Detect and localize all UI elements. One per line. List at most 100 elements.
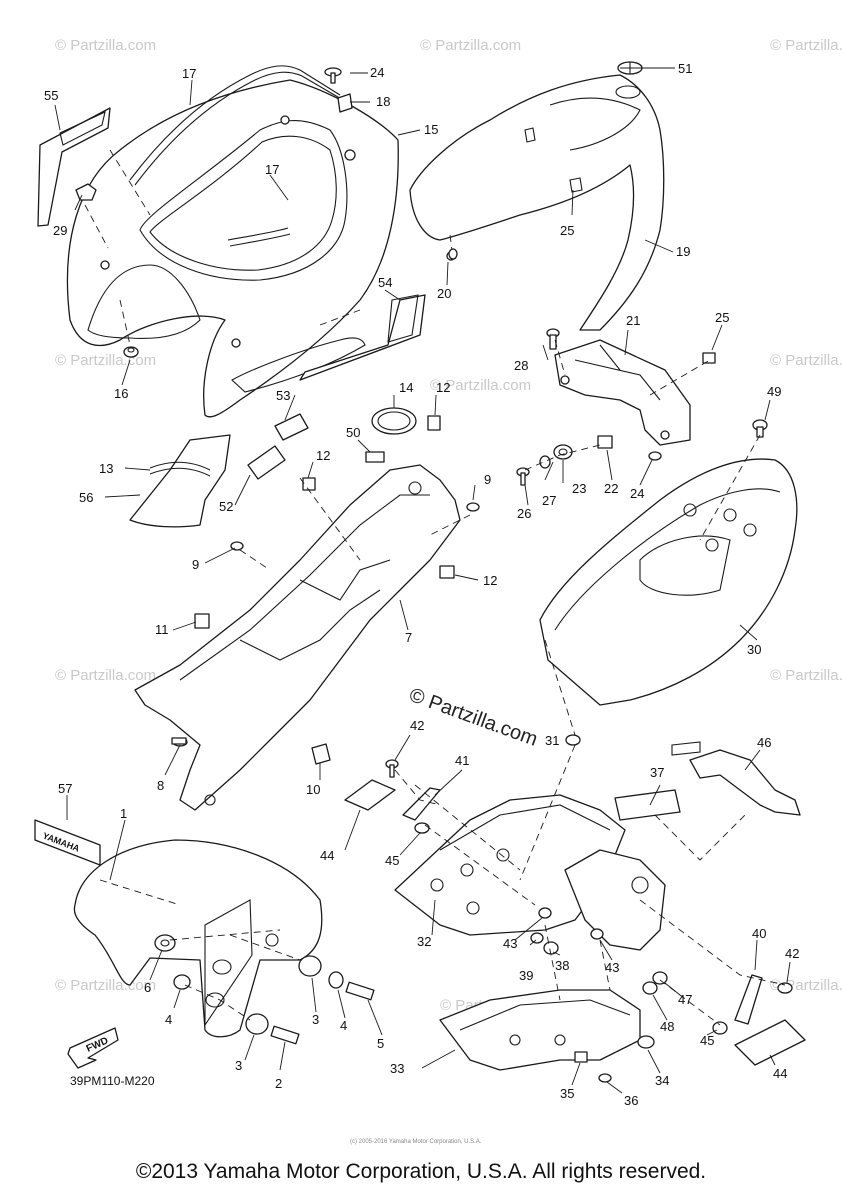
reflector-44b-part	[734, 1019, 806, 1066]
clip-50-part	[365, 451, 385, 463]
callout-label: 36	[624, 1093, 638, 1108]
bracket-21-part	[554, 339, 691, 446]
callout-label: 54	[378, 275, 392, 290]
callout-label: 9	[484, 472, 491, 487]
callout-label: 43	[503, 936, 517, 951]
callout-label: 17	[265, 162, 279, 177]
callout-label: 8	[157, 778, 164, 793]
callout-label: 42	[410, 718, 424, 733]
callout-label: 44	[320, 848, 334, 863]
bolt-5-part	[345, 981, 375, 1001]
screw-31-part	[565, 734, 581, 746]
watermark: © Partzilla.com	[770, 667, 842, 684]
copyright-footer: ©2013 Yamaha Motor Corporation, U.S.A. A…	[135, 1160, 707, 1183]
callout-label: 12	[316, 448, 330, 463]
washer-38-part	[543, 941, 559, 955]
diagram-code: 39PM110-M220	[70, 1074, 155, 1088]
callout-label: 5	[377, 1036, 384, 1051]
callout-label: 57	[58, 781, 72, 796]
pad-53-part	[274, 413, 309, 441]
nut-39-part	[530, 932, 544, 944]
collar-34-part	[637, 1035, 655, 1049]
holder-56-part	[129, 434, 231, 528]
watermark: © Partzilla.com	[55, 352, 156, 369]
bolt-9-part	[230, 502, 480, 551]
callout-label: 1	[120, 806, 127, 821]
callout-label: 12	[436, 380, 450, 395]
washer-20-part	[448, 248, 458, 260]
bolt-42-part	[385, 759, 399, 778]
nut-43-part	[538, 907, 604, 940]
collar-6-part	[154, 934, 176, 952]
callout-label: 46	[757, 735, 771, 750]
callout-label: 20	[437, 286, 451, 301]
clip-18-part	[337, 93, 353, 113]
callout-label: 41	[455, 753, 469, 768]
clip-11-part	[194, 613, 210, 629]
callout-label: 44	[773, 1066, 787, 1081]
callout-label: 32	[417, 934, 431, 949]
callout-label: 45	[700, 1033, 714, 1048]
decal-55-part	[37, 107, 111, 227]
callout-label: 24	[370, 65, 384, 80]
callout-label: 38	[555, 958, 569, 973]
clip-35-part	[574, 1051, 588, 1063]
washer-4b-part	[328, 971, 344, 989]
decal-57-part: YAMAHA	[34, 819, 101, 866]
callout-label: 52	[219, 499, 233, 514]
seat-rail-cover-part	[409, 74, 665, 331]
bolt-42b-part	[777, 982, 793, 994]
callout-label: 22	[604, 481, 618, 496]
tail-unit-part	[564, 849, 666, 951]
nut-12-part	[302, 415, 455, 579]
band-13-part	[149, 461, 211, 477]
callout-label: 3	[235, 1058, 242, 1073]
callout-label: 37	[650, 765, 664, 780]
damper-3-part	[245, 955, 322, 1035]
callout-label: 56	[79, 490, 93, 505]
callout-label: 47	[678, 992, 692, 1007]
front-fender-part	[73, 839, 323, 1038]
callout-label: 4	[165, 1012, 172, 1027]
callout-label: 55	[44, 88, 58, 103]
callout-label: 45	[385, 853, 399, 868]
callout-label: 42	[785, 946, 799, 961]
watermark: © Partzilla.com	[430, 377, 531, 394]
callout-label: 33	[390, 1061, 404, 1076]
callout-label: 21	[626, 313, 640, 328]
callout-label: 30	[747, 642, 761, 657]
watermark: © Partzilla.com	[55, 977, 156, 994]
rear-tray-30-part	[539, 458, 798, 706]
bracket-46-part	[671, 741, 801, 816]
callout-label: 17	[182, 66, 196, 81]
callout-label: 50	[346, 425, 360, 440]
callout-label: 15	[424, 122, 438, 137]
callout-label: 7	[405, 630, 412, 645]
callout-label: 2	[275, 1076, 282, 1091]
callout-label: 18	[376, 94, 390, 109]
center-watermark: © Partzilla.com	[406, 684, 540, 751]
callout-label: 24	[630, 486, 644, 501]
callout-label: 23	[572, 481, 586, 496]
bolt-28-part	[546, 328, 560, 350]
washer-27-part	[539, 455, 551, 469]
watermark: © Partzilla.com	[770, 37, 842, 54]
callout-label: 26	[517, 506, 531, 521]
cap-51-part	[617, 61, 643, 75]
callout-label: 27	[542, 493, 556, 508]
callout-layer: 17 17 24 18 15 55 29 16 54 51 19 25 20 2…	[44, 61, 799, 1108]
callout-label: 13	[99, 461, 113, 476]
leader-lines	[54, 67, 791, 1094]
bolt-2-part	[270, 1025, 300, 1045]
rear-fender-frame-part	[134, 464, 461, 811]
callout-label: 25	[715, 310, 729, 325]
watermark: © Partzilla.com	[55, 667, 156, 684]
callout-label: 29	[53, 223, 67, 238]
callout-label: 43	[605, 960, 619, 975]
callout-label: 9	[192, 557, 199, 572]
callout-label: 48	[660, 1019, 674, 1034]
band-14-part	[371, 407, 417, 435]
callout-label: 35	[560, 1086, 574, 1101]
callout-label: 10	[306, 782, 320, 797]
